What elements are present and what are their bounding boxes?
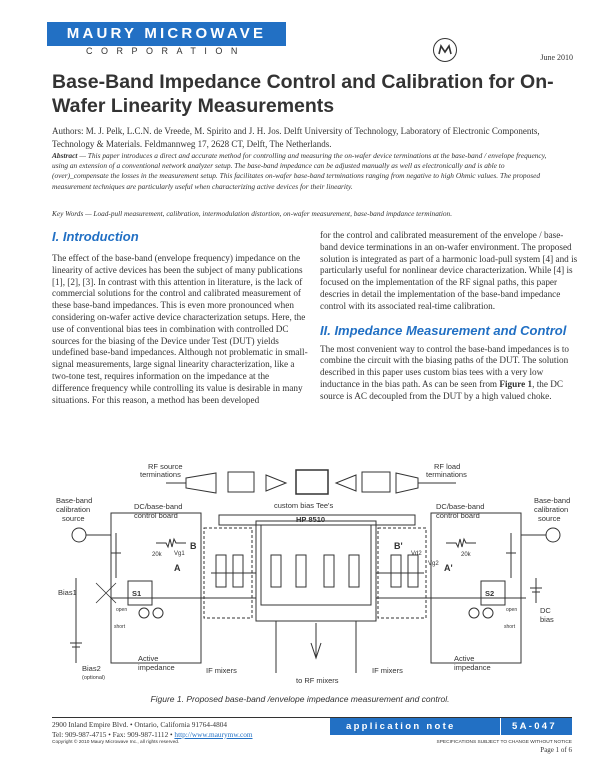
fig-label-bb-cal-left-2: calibration [56, 505, 90, 514]
fig-label-r20k-right: 20k [461, 552, 472, 558]
address-line: 2900 Inland Empire Blvd. • Ontario, Cali… [52, 720, 228, 729]
fig-label-active-imp-right-2: impedance [454, 663, 491, 672]
website-link[interactable]: http://www.maurymw.com [174, 729, 253, 739]
figure-caption: Figure 1. Proposed base-band /envelope i… [150, 694, 450, 704]
fig-label-open-right: open [506, 607, 517, 613]
fig-label-bias1: Bias1 [58, 588, 77, 597]
spec-notice: SPECIFICATIONS SUBJECT TO CHANGE WITHOUT… [436, 740, 572, 745]
fig-label-dc-bias-1: DC [540, 606, 551, 615]
application-note-banner: application note 5A-047 [330, 718, 572, 735]
fig-label-vg2: Vg2 [428, 561, 439, 567]
fig-label-rf-load-term: terminations [426, 470, 467, 479]
fig-label-if-mixers-right: IF mixers [372, 666, 403, 675]
fig-label-bias2-sub: (optional) [82, 675, 105, 681]
fig-label-r20k-left: 20k [152, 552, 163, 558]
fig-label-rf-source-term: terminations [140, 470, 181, 479]
fig-label-hp8510: HP 8510 [296, 515, 325, 524]
fig-label-open-left: open [116, 607, 127, 613]
fig-label-vd2: Vd2 [411, 551, 422, 557]
fig-label-active-imp-right-1: Active [454, 654, 474, 663]
fig-label-rf-load: RF load [434, 463, 460, 471]
fig-label-short-right: short [504, 624, 516, 630]
fig-label-rf-source: RF source [148, 463, 183, 471]
fig-label-dc-bias-2: bias [540, 615, 554, 624]
fig-label-short-left: short [114, 624, 126, 630]
fig-label-bb-cal-right-1: Base-band [534, 496, 570, 505]
section-heading-introduction: I. Introduction [52, 229, 139, 244]
fig-label-if-mixers-left: IF mixers [206, 666, 237, 675]
banner-divider [500, 718, 501, 735]
figure-1: RF source terminations RF load terminati… [56, 462, 576, 691]
fig-label-node-b: B [190, 541, 197, 551]
abstract-text: — This paper introduces a direct and acc… [52, 151, 547, 191]
fig-label-node-a-prime: A' [444, 563, 453, 573]
company-logo-banner: MAURY MICROWAVE [47, 22, 286, 46]
abstract-label: Abstract [52, 151, 78, 160]
fig-label-ctrl-left-2: control board [134, 511, 178, 520]
fig-label-ctrl-right-2: control board [436, 511, 480, 520]
authors: Authors: M. J. Pelk, L.C.N. de Vreede, M… [52, 126, 540, 149]
fig-label-s1: S1 [132, 589, 141, 598]
fig-label-active-imp-left-1: Active [138, 654, 158, 663]
fig-label-bb-cal-left-3: source [62, 514, 85, 523]
fig-label-ctrl-left-1: DC/base-band [134, 502, 182, 511]
copyright: Copyright © 2010 Maury Microwave Inc., a… [52, 740, 180, 745]
fig-label-to-rf-mixers: to RF mixers [296, 676, 339, 685]
fig-label-vg1: Vg1 [174, 551, 185, 557]
app-note-number: 5A-047 [512, 721, 557, 732]
impedance-body-end: , the DC source is AC decoupled from the… [320, 378, 563, 401]
introduction-continuation: for the control and calibrated measureme… [320, 230, 578, 311]
footer-address: 2900 Inland Empire Blvd. • Ontario, Cali… [52, 720, 253, 739]
app-note-label: application note [346, 721, 456, 732]
fig-label-bb-cal-right-2: calibration [534, 505, 568, 514]
fig-label-bb-cal-left-1: Base-band [56, 496, 92, 505]
publication-date: June 2010 [540, 53, 573, 62]
fig-label-bb-cal-right-3: source [538, 514, 561, 523]
section-heading-impedance: II. Impedance Measurement and Control [320, 322, 567, 338]
page-title: Base-Band Impedance Control and Calibrat… [52, 71, 554, 117]
maury-logo-icon [433, 38, 457, 62]
fig-label-custom-bias-tees: custom bias Tee's [274, 501, 333, 510]
fig-label-s2: S2 [485, 589, 494, 598]
footer-divider [52, 717, 572, 718]
figure-reference: Figure 1 [499, 378, 533, 389]
fig-label-bias2: Bias2 [82, 664, 101, 673]
fig-label-node-b-prime: B' [394, 541, 403, 551]
introduction-body: The effect of the base-band (envelope fr… [52, 253, 308, 405]
fig-label-ctrl-right-1: DC/base-band [436, 502, 484, 511]
contact-line: Tel: 909-987-4715 • Fax: 909-987-1112 • … [52, 730, 253, 740]
page-number: Page 1 of 6 [540, 746, 572, 754]
keywords: Key Words — Load-pull measurement, calib… [52, 209, 453, 218]
phone-fax: Tel: 909-987-4715 • Fax: 909-987-1112 • [52, 729, 175, 739]
company-logo-subtitle: CORPORATION [86, 46, 246, 56]
right-column: for the control and calibrated measureme… [320, 230, 578, 403]
impedance-body: The most convenient way to control the b… [320, 344, 578, 403]
fig-label-node-a: A [174, 563, 181, 573]
impedance-body-start: The most convenient way to control the b… [320, 343, 570, 389]
fig-label-active-imp-left-2: impedance [138, 663, 175, 672]
abstract: Abstract — This paper introduces a direc… [52, 151, 558, 192]
